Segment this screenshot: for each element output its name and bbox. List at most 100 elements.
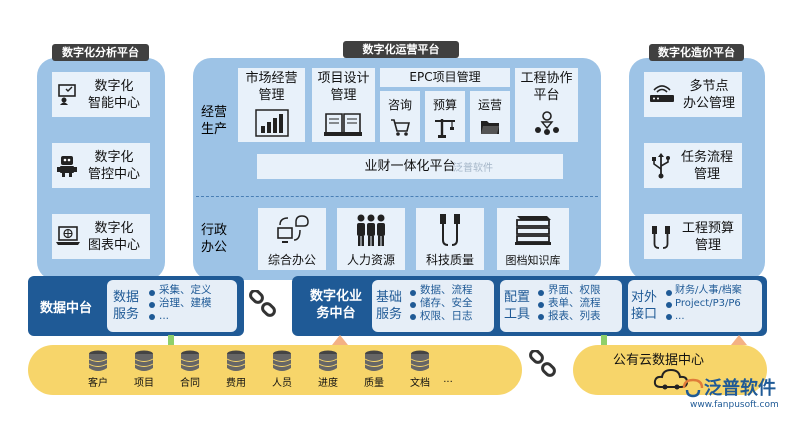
bullet-dot	[538, 290, 544, 296]
section-divider	[196, 196, 598, 197]
bar-chart-icon	[254, 108, 290, 138]
design-management-card[interactable]: 项目设计 管理	[312, 68, 375, 142]
cost-platform-tag: 数字化造价平台	[649, 44, 744, 61]
bullet-dot	[410, 314, 416, 320]
cart-icon	[390, 117, 410, 137]
data-middle-platform[interactable]: 数据中台 数据服务 采集、定义 治理、建模 ...	[28, 276, 244, 336]
database-icon	[88, 350, 108, 376]
db-label: ...	[443, 374, 453, 385]
database-icon	[180, 350, 200, 376]
list-item: 报表、列表	[548, 310, 601, 322]
card-line2: 管控中心	[87, 167, 140, 182]
watermark-text: 泛普软件	[453, 163, 493, 174]
laptop-globe-icon	[56, 226, 80, 246]
card-line1: 数字化	[94, 79, 134, 94]
db-label: 项目	[134, 378, 154, 389]
data-service-box[interactable]: 数据服务 采集、定义 治理、建模 ...	[107, 280, 237, 332]
card-line1: 任务流程	[680, 150, 733, 165]
cloud-label: 公有云数据中心	[613, 353, 705, 368]
label-text: 经营生产	[200, 105, 227, 137]
list-item: 采集、定义	[159, 284, 212, 296]
card-line2: 智能中心	[87, 96, 140, 111]
list-item: 数据、流程	[420, 284, 473, 296]
consulting-card[interactable]: 咨询	[380, 91, 420, 142]
analysis-platform-tag: 数字化分析平台	[52, 44, 149, 61]
intelligence-center-card[interactable]: 数字化 智能中心	[52, 72, 150, 117]
card-line2: 图表中心	[87, 238, 140, 253]
card-line2: 管理	[258, 88, 285, 103]
multinode-office-card[interactable]: 多节点 办公管理	[644, 72, 742, 117]
market-management-card[interactable]: 市场经营 管理	[238, 68, 305, 142]
business-production-label: 经营生产	[197, 104, 231, 138]
label-text: 行政办公	[200, 223, 227, 255]
hr-card[interactable]: 人力资源	[337, 208, 405, 270]
external-label: 对外接口	[631, 290, 658, 322]
bullet-dot	[149, 290, 155, 296]
database-icon	[134, 350, 154, 376]
bullet-dot	[538, 302, 544, 308]
engineering-budget-card[interactable]: 工程预算 管理	[644, 214, 742, 259]
list-item: ...	[159, 310, 170, 322]
list-item: 权限、日志	[420, 310, 473, 322]
db-label: 合同	[180, 378, 200, 389]
config-tools-box[interactable]: 配置工具 界面、权限 表单、流程 报表、列表	[500, 280, 622, 332]
database-icon	[364, 350, 384, 376]
people-icon	[353, 212, 389, 248]
cloud-data-center[interactable]: 公有云数据中心	[573, 345, 767, 395]
plug-cable-icon	[649, 224, 673, 250]
bullet-dot	[149, 314, 155, 320]
brand-logo: 泛普软件 www.fanpusoft.com	[682, 370, 787, 416]
task-flow-card[interactable]: 任务流程 管理	[644, 143, 742, 188]
bullet-dot	[149, 302, 155, 308]
config-tools-label: 配置工具	[504, 290, 531, 322]
presentation-icon	[56, 83, 78, 105]
external-api-box[interactable]: 对外接口 财务/人事/档案 Project/P3/P6 ...	[628, 280, 762, 332]
list-item: 界面、权限	[548, 284, 601, 296]
database-icon	[272, 350, 292, 376]
admin-card-label: 科技质量	[425, 253, 474, 267]
cable-icon	[436, 212, 466, 248]
bullet-dot	[410, 302, 416, 308]
control-center-card[interactable]: 数字化 管控中心	[52, 143, 150, 188]
book-icon	[324, 112, 362, 136]
epc-item-label: 咨询	[387, 98, 412, 112]
folder-icon	[480, 119, 500, 135]
list-item: 储存、安全	[420, 297, 473, 309]
engineering-collab-card[interactable]: 工程协作 平台	[515, 68, 578, 142]
epc-item-label: 运营	[477, 98, 502, 112]
database-icon	[226, 350, 246, 376]
card-line2: 平台	[533, 88, 560, 103]
card-line1: 项目设计	[317, 71, 370, 86]
business-middle-platform[interactable]: 数字化业务中台 基础服务 数据、流程 储存、安全 权限、日志 配置工具 界面、权…	[292, 276, 767, 336]
list-item: 表单、流程	[548, 297, 601, 309]
books-icon	[513, 212, 553, 248]
data-center-label: 数据中台	[40, 301, 93, 316]
watermark-logo: 泛普软件	[453, 159, 493, 174]
admin-card-label: 图档知识库	[505, 254, 561, 267]
db-label: 质量	[364, 378, 384, 389]
crane-icon	[434, 116, 456, 138]
budget-card[interactable]: 预算	[425, 91, 465, 142]
finance-integration-bar[interactable]: 业财一体化平台 泛普软件	[257, 154, 563, 179]
db-label: 人员	[272, 378, 292, 389]
office-card[interactable]: 综合办公	[258, 208, 326, 270]
card-line1: 市场经营	[245, 71, 298, 86]
quality-card[interactable]: 科技质量	[416, 208, 484, 270]
biz-center-label: 数字化业务中台	[309, 289, 362, 321]
base-service-box[interactable]: 基础服务 数据、流程 储存、安全 权限、日志	[372, 280, 494, 332]
operation-card[interactable]: 运营	[470, 91, 510, 142]
bullet-dot	[666, 290, 672, 296]
db-label: 费用	[226, 378, 246, 389]
database-icon	[318, 350, 338, 376]
archive-card[interactable]: 图档知识库	[497, 208, 569, 270]
admin-card-label: 综合办公	[267, 253, 316, 267]
chart-center-card[interactable]: 数字化 图表中心	[52, 214, 150, 259]
epc-title[interactable]: EPC项目管理	[380, 68, 510, 87]
operation-platform-tag: 数字化运营平台	[343, 41, 459, 58]
bullet-dot	[666, 302, 672, 308]
data-service-label: 数据服务	[113, 290, 140, 322]
office-sync-icon	[274, 212, 310, 248]
base-service-label: 基础服务	[376, 290, 403, 322]
database-icon	[410, 350, 430, 376]
database-list: 客户 项目 合同 费用 人员 进度 质量 文档 ...	[78, 350, 478, 392]
